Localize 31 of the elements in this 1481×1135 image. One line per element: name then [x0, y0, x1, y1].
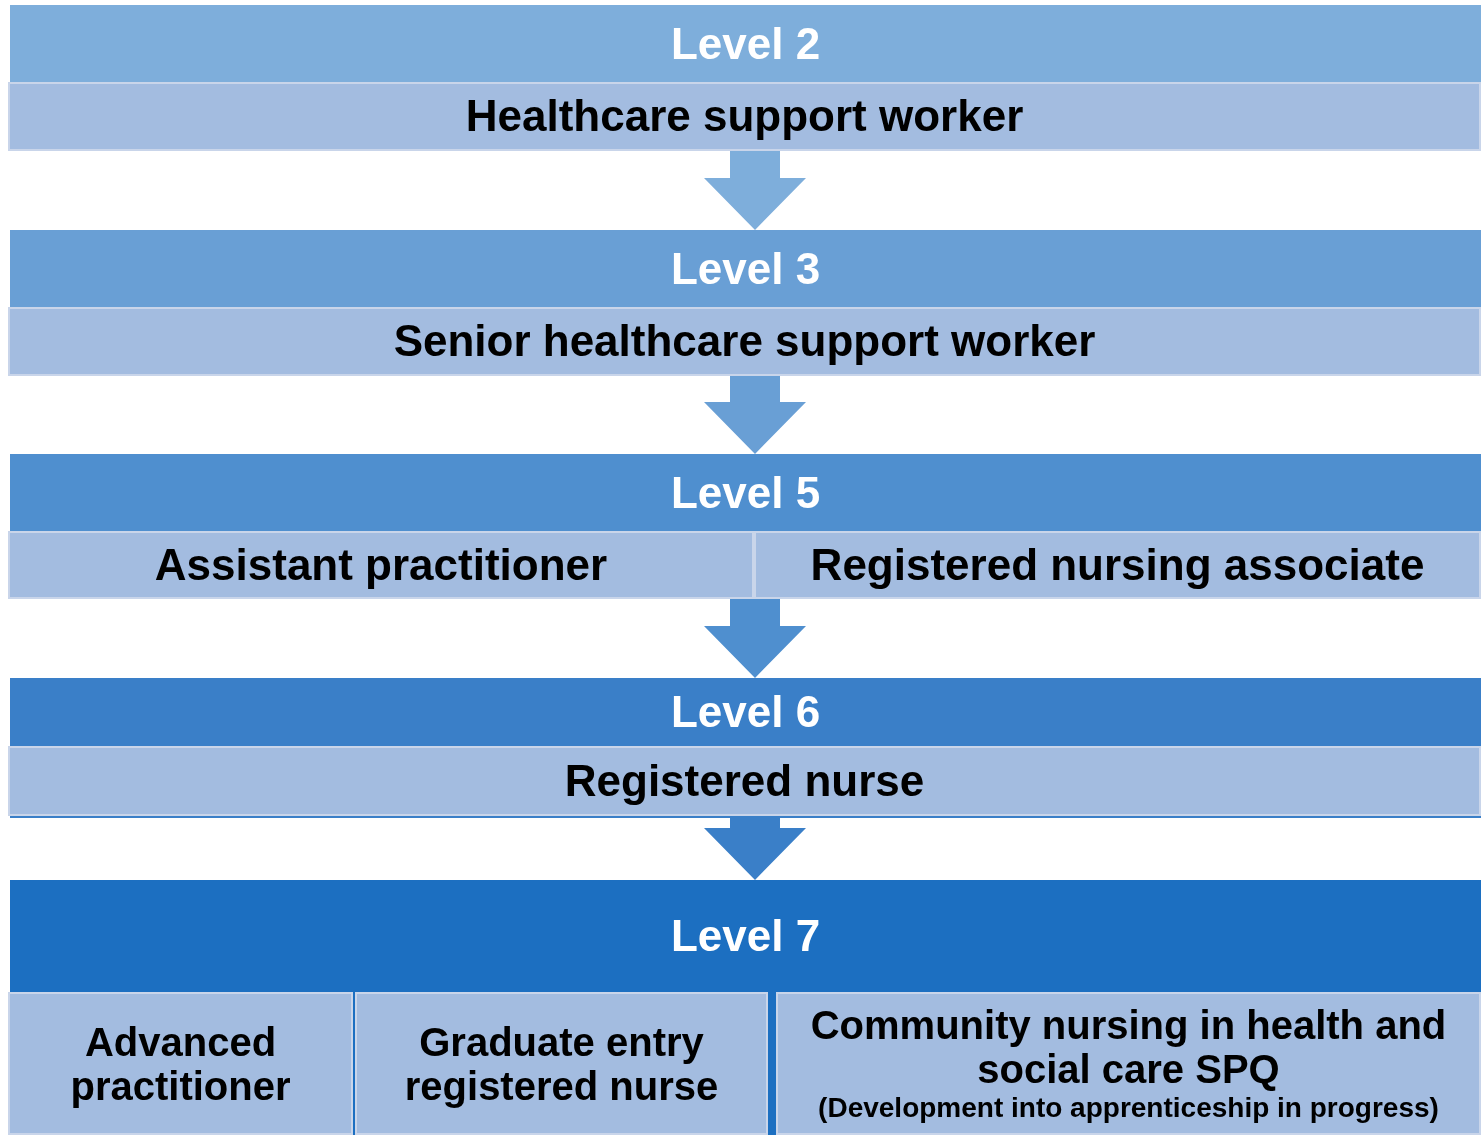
- role-title: Registered nurse: [564, 756, 925, 806]
- level-band: [10, 880, 1481, 1135]
- block-arrow: [704, 151, 806, 230]
- level-heading: Level 2: [670, 18, 821, 69]
- role-title: Community nursing in health and social care SPQ: [809, 1002, 1448, 1091]
- level-heading: Level 3: [670, 243, 821, 294]
- role-box: [776, 992, 1481, 1135]
- role-box: [8, 992, 353, 1135]
- block-arrow: [704, 599, 806, 678]
- role-box: [8, 531, 754, 599]
- role-box: [754, 531, 1481, 599]
- block-arrow: [704, 376, 806, 454]
- level-band: [10, 5, 1481, 151]
- role-title: Registered nursing associate: [810, 540, 1425, 590]
- level-band: [10, 454, 1481, 599]
- role-title: Graduate entry registered nurse: [403, 1019, 720, 1108]
- level-heading: Level 5: [670, 467, 821, 518]
- level-band: [10, 230, 1481, 376]
- role-title: Advanced practitioner: [69, 1019, 292, 1108]
- block-arrow: [704, 818, 806, 880]
- role-box: [355, 992, 768, 1135]
- role-title: Assistant practitioner: [154, 540, 608, 590]
- role-box: [8, 746, 1481, 816]
- role-box: [8, 82, 1481, 151]
- role-note: (Development into apprenticeship in progress): [818, 1091, 1439, 1125]
- role-title: Healthcare support worker: [465, 92, 1024, 141]
- level-band: [10, 678, 1481, 818]
- role-title: Senior healthcare support worker: [393, 317, 1096, 366]
- level-heading: Level 7: [670, 911, 821, 961]
- level-heading: Level 6: [670, 687, 821, 737]
- role-box: [8, 307, 1481, 376]
